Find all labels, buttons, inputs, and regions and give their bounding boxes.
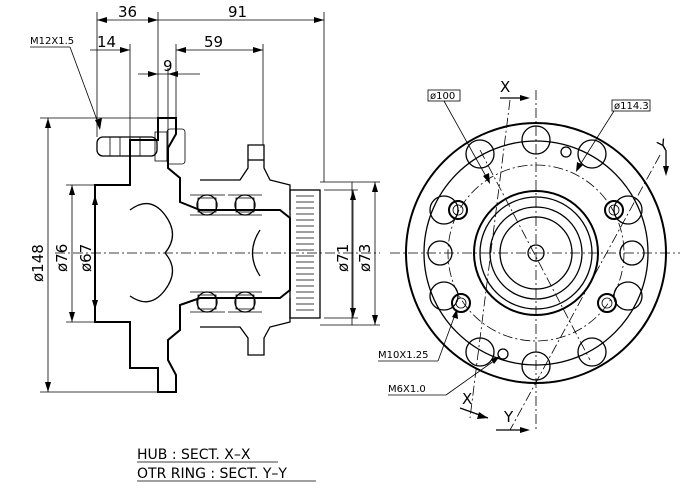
pcd-ref-line bbox=[479, 149, 591, 361]
hub-ring-2 bbox=[479, 196, 593, 310]
stud-thread-label: M12X1.5 bbox=[30, 36, 74, 47]
hub-flange-outline bbox=[94, 117, 291, 393]
dim-9-label: 9 bbox=[163, 57, 173, 75]
section-line-y bbox=[509, 154, 661, 431]
bolt-holes bbox=[448, 200, 624, 313]
lower-outer-ring bbox=[200, 298, 291, 356]
front-view: X X Y Y ø100 ø114.3 M10X1.25 M6X1.0 bbox=[378, 78, 680, 433]
dim-36-label: 36 bbox=[118, 3, 137, 21]
dim-59-label: 59 bbox=[204, 33, 223, 51]
hub-center bbox=[527, 244, 545, 262]
y-right-label: Y bbox=[654, 135, 673, 156]
side-section-view: 36 91 14 59 9 M12X1.5 ø148 bbox=[29, 3, 380, 393]
outer-ring-circle bbox=[423, 140, 649, 366]
pcd-100-label: ø100 bbox=[430, 91, 455, 102]
dim-76-label: ø76 bbox=[53, 244, 71, 272]
flange-lobes bbox=[427, 125, 645, 381]
wheel-stud bbox=[96, 128, 186, 165]
small-hole-bottom bbox=[497, 348, 509, 360]
hub-section-note: HUB : SECT. X–X bbox=[137, 447, 251, 463]
hub-ring-4 bbox=[499, 216, 573, 290]
dim-91-label: 91 bbox=[228, 3, 247, 21]
section-notes: HUB : SECT. X–X OTR RING : SECT. Y–Y bbox=[137, 447, 316, 482]
abs-tone-ring bbox=[289, 181, 353, 326]
hub-bore-curve bbox=[129, 203, 174, 303]
dim-148-label: ø148 bbox=[29, 244, 47, 282]
hub-ring-outer bbox=[473, 190, 599, 316]
pcd-114-label: ø114.3 bbox=[614, 101, 649, 112]
stud-leader bbox=[69, 46, 101, 129]
hub-ring-3 bbox=[489, 206, 583, 300]
upper-bearing-row bbox=[190, 194, 262, 216]
bolt-thread-label: M10X1.25 bbox=[378, 350, 428, 361]
bolt-thread-leader bbox=[437, 311, 457, 362]
ring-section-note: OTR RING : SECT. Y–Y bbox=[137, 466, 287, 482]
dim-14-label: 14 bbox=[97, 33, 116, 51]
dim-73-label: ø73 bbox=[356, 244, 374, 272]
lower-bearing-row bbox=[190, 291, 262, 313]
upper-outer-ring bbox=[200, 144, 291, 210]
dim-67-label: ø67 bbox=[77, 244, 95, 272]
small-thread-label: M6X1.0 bbox=[388, 384, 426, 395]
small-thread-leader bbox=[445, 357, 499, 396]
x-top-label: X bbox=[500, 78, 510, 96]
x-bottom-label: X bbox=[462, 390, 472, 408]
y-bottom-label: Y bbox=[503, 408, 514, 426]
pcd-114-leader bbox=[577, 110, 615, 169]
small-hole-top bbox=[560, 146, 572, 158]
pcd-circle bbox=[447, 164, 625, 342]
inner-ring-curve bbox=[251, 229, 261, 277]
pcd-100-leader bbox=[443, 100, 489, 181]
dim-71-label: ø71 bbox=[334, 244, 352, 272]
